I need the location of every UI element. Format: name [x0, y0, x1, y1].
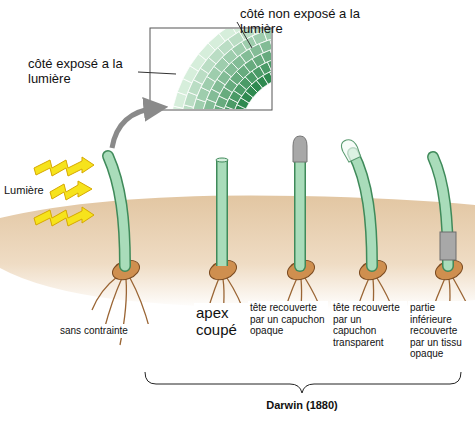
bracket [145, 372, 461, 393]
cell-layers [170, 29, 271, 109]
cell [267, 59, 271, 71]
leader-line [138, 72, 176, 74]
label: Darwin (1880) [262, 398, 342, 413]
opaque-sleeve [440, 232, 456, 260]
soil [0, 195, 475, 309]
inset-box [150, 28, 272, 110]
label: sans contrainte [58, 324, 158, 338]
label: partie inférieure recouverte par un tiss… [408, 301, 472, 361]
opaque-cap [293, 136, 307, 162]
cut-apex [216, 158, 228, 162]
cell [270, 69, 271, 81]
label: côté non exposé a la lumière [238, 6, 388, 38]
label: tête recouverte par un capuchon transpar… [331, 301, 407, 349]
label: côté exposé a la lumière [26, 56, 136, 88]
cell [270, 37, 271, 49]
label: Lumière [2, 183, 48, 198]
label: apex coupé [194, 303, 250, 340]
label: tête recouverte par un capuchon opaque [248, 301, 328, 338]
cell [270, 47, 271, 59]
cell [263, 72, 271, 84]
pointer-arrow [112, 108, 156, 148]
seeds [110, 257, 465, 283]
coleoptiles [108, 152, 448, 266]
transparent-cap [339, 137, 362, 162]
